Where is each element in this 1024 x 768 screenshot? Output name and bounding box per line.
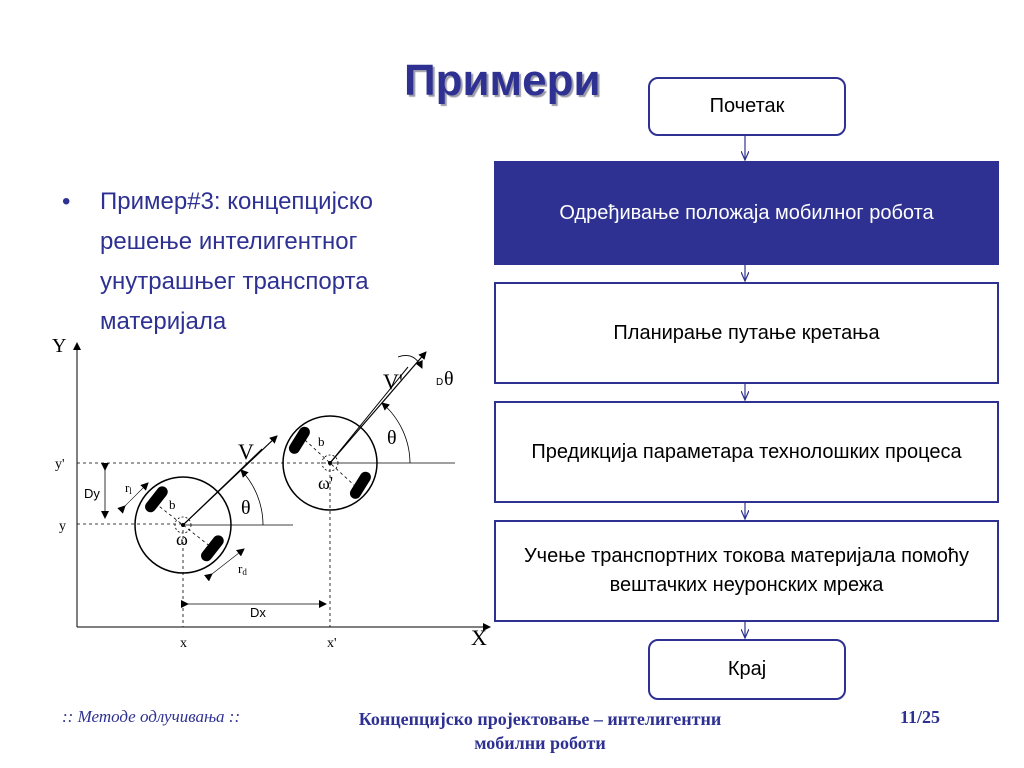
flow-end: Крај	[648, 639, 846, 700]
bullet-text: Пример#3: концепцијско решење интелигент…	[100, 188, 374, 335]
theta-label: θ	[241, 497, 251, 519]
wheel-radius-left-label: rl	[125, 480, 132, 496]
velocity-v-label: V	[238, 439, 254, 464]
flow-step-localization: Одређивање положаја мобилног робота	[494, 161, 999, 265]
flow-step-process-prediction: Предикција параметара технолошких процес…	[494, 401, 999, 503]
reference-lines	[77, 462, 331, 627]
tick-x-prime: x'	[327, 636, 337, 651]
wheel-radius-right-label: rd	[238, 561, 247, 577]
d-theta-symbol: θ	[444, 368, 454, 390]
footer-topic: Концепцијско пројектовање – интелигентни…	[358, 709, 722, 753]
theta-label-2: θ	[387, 427, 397, 449]
wheelbase-b-label-2: b	[318, 434, 325, 449]
axis-y-label: Y	[52, 335, 66, 357]
flow-step-neural-learning: Учење транспортних токова материјала пом…	[494, 520, 999, 622]
footer-course: :: Методе одлучивања ::	[62, 707, 241, 726]
velocity-v-prime-label: V'	[383, 369, 403, 394]
tick-y: y	[59, 519, 66, 534]
page-title: Примери	[404, 56, 601, 105]
wheelbase-b-label: b	[169, 497, 176, 512]
d-theta-prefix: D	[436, 377, 443, 388]
omega-label: ω	[176, 529, 188, 549]
omega-prime-label: ω'	[318, 473, 333, 493]
delta-y-label: Dy	[84, 486, 100, 501]
bullet-marker: •	[62, 188, 71, 215]
robot-2	[282, 351, 427, 511]
flow-start: Почетак	[648, 77, 846, 136]
tick-y-prime: y'	[55, 457, 65, 472]
tick-x: x	[180, 636, 187, 651]
page-number: 11/25	[900, 707, 941, 727]
robot-1	[117, 435, 278, 582]
flow-step-path-planning: Планирање путање кретања	[494, 282, 999, 384]
axis-x-label: X	[471, 625, 487, 650]
delta-x-label: Dx	[250, 605, 266, 620]
